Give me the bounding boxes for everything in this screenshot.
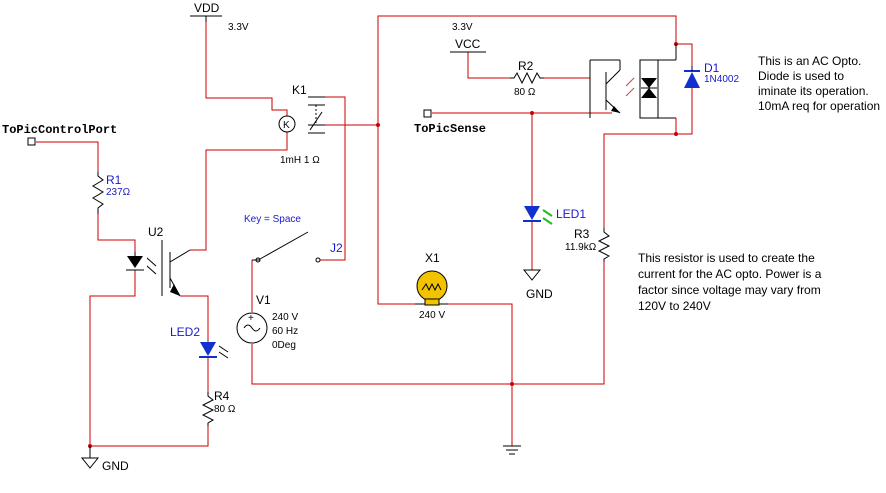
control-port-connector [27,137,36,146]
resistor-r1 [92,172,104,214]
k1-value: 1mH 1 Ω [280,155,320,166]
svg-text:+: + [248,313,254,324]
r4-name: R4 [214,389,230,403]
top-voltage: 3.3V [452,22,473,33]
vdd-voltage: 3.3V [228,22,249,33]
resistor-note-line-1: This resistor is used to create the [638,251,815,265]
optocoupler-u2 [126,240,191,297]
resistor-note-line-3: factor since voltage may vary from [638,283,821,297]
j2-name: J2 [330,241,343,255]
resistor-r3 [597,228,611,262]
led1 [523,206,553,225]
opto-note-line-4: 10mA req for operation [758,99,880,113]
wires [36,15,693,448]
v1-name: V1 [256,293,271,307]
x1-name: X1 [425,251,440,265]
vcc-label: VCC [455,37,481,51]
r3-name: R3 [574,227,590,241]
ground-symbol-left [80,446,100,469]
v1-line1: 240 V [272,312,298,323]
r2-name: R2 [518,59,534,73]
opto-note: This is an AC Opto. Diode is used to imi… [758,54,880,113]
r1-value: 237Ω [106,187,131,198]
ac-optocoupler [589,44,677,119]
v1-line3: 0Deg [272,340,296,351]
ac-source-v1: + [236,312,268,344]
opto-note-line-3: iminate its operation. [758,84,869,98]
relay-k1: K [278,96,325,134]
j2-key: Key = Space [244,214,301,225]
resistor-r2 [510,71,544,85]
relay-coil-letter: K [283,120,290,131]
sense-port-label: ToPicSense [414,122,486,136]
vdd-symbol [190,15,222,22]
r3-value: 11.9kΩ [565,242,597,253]
opto-note-line-2: Diode is used to [758,69,844,83]
u2-name: U2 [148,225,164,239]
sense-port-connector [423,109,432,118]
vdd-label: VDD [194,1,220,15]
resistor-r4 [201,392,215,426]
r1-name: R1 [106,173,122,187]
ground-symbol-led1 [522,269,542,281]
r4-value: 80 Ω [214,404,236,415]
led2 [199,342,229,359]
gnd1-label: GND [102,459,129,473]
d1-name: D1 [704,61,720,75]
d1-value: 1N4002 [704,74,739,85]
resistor-note-line-2: current for the AC opto. Power is a [638,267,822,281]
resistor-note-line-4: 120V to 240V [638,299,711,313]
led2-name: LED2 [170,325,200,339]
k1-name: K1 [292,83,307,97]
switch-j2 [252,231,321,263]
led1-name: LED1 [556,207,586,221]
lamp-x1 [415,270,448,306]
gnd2-label: GND [526,287,553,301]
control-port-label: ToPicControlPort [2,123,117,137]
opto-note-line-1: This is an AC Opto. [758,54,861,68]
ground-symbol-bottom [503,445,521,455]
resistor-note: This resistor is used to create the curr… [638,251,822,313]
diode-d1 [684,66,700,88]
v1-line2: 60 Hz [272,326,298,337]
r2-value: 80 Ω [514,87,536,98]
x1-value: 240 V [419,310,445,321]
